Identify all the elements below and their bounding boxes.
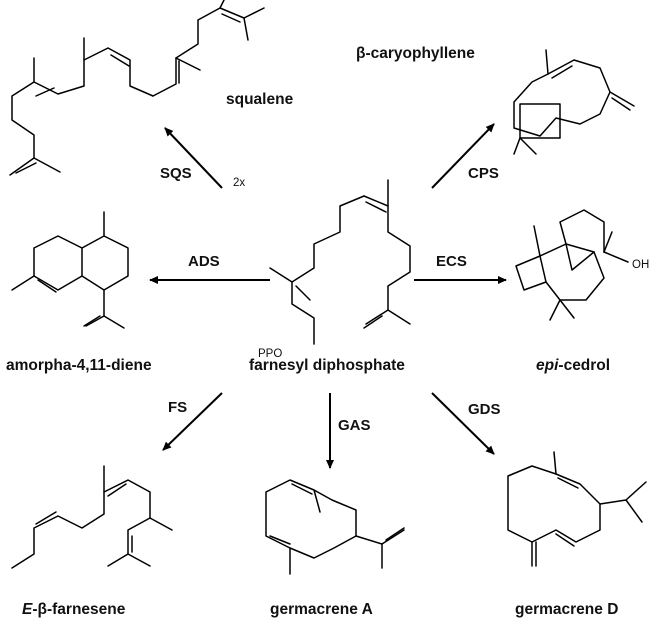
germacreneA-structure [265, 479, 405, 575]
enzyme-fs: FS [168, 399, 187, 416]
enzyme-gds: GDS [468, 401, 501, 418]
enzyme-gas: GAS [338, 417, 371, 434]
arrow-to-squalene [164, 127, 223, 189]
germacreneD-structure [507, 451, 647, 567]
name-germacreneA: germacrene A [270, 601, 373, 618]
amorphadiene-structure [11, 211, 129, 329]
name-fpp: farnesyl diphosphate [249, 357, 405, 374]
ppo-label: PPO [258, 348, 282, 360]
name-amorphadiene: amorpha-4,11-diene [6, 357, 152, 374]
enzyme-sqs-note: 2x [233, 177, 245, 189]
name-epicedrol: epi-cedrol [536, 357, 610, 374]
enzyme-sqs: SQS [160, 165, 192, 182]
enzyme-ecs: ECS [436, 253, 467, 270]
arrow-to-caryophyllene [431, 123, 495, 189]
fpp-structure [269, 179, 411, 345]
name-caryophyllene: β-caryophyllene [356, 45, 475, 62]
name-farnesene: E-β-farnesene [22, 601, 126, 618]
caryophyllene-structure [513, 49, 635, 155]
arrow-to-germacreneD [431, 392, 495, 455]
enzyme-cps: CPS [468, 165, 499, 182]
arrow-to-farnesene [162, 392, 223, 451]
farnesene-structure [11, 465, 173, 569]
squalene-structure [9, 0, 265, 176]
oh-label: OH [632, 259, 649, 271]
name-germacreneD: germacrene D [515, 601, 618, 618]
epicedrol-structure [515, 209, 629, 321]
enzyme-ads: ADS [188, 253, 220, 270]
name-squalene: squalene [226, 91, 294, 108]
